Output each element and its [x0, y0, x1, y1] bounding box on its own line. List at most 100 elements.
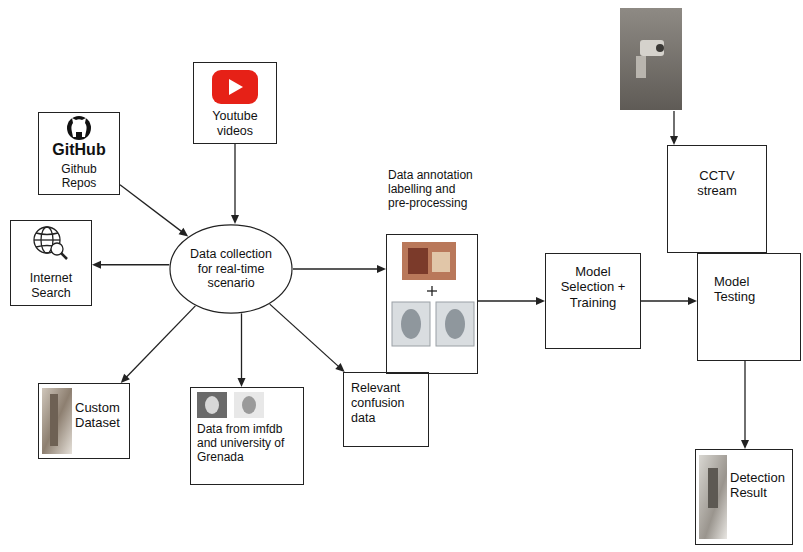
arrow-line	[100, 264, 169, 265]
arrow-head	[92, 261, 101, 269]
arrow-line	[126, 306, 195, 377]
illustration-part	[71, 118, 86, 137]
illustration-part	[636, 56, 646, 78]
youtube-icon	[212, 70, 258, 104]
arrow-line	[293, 268, 378, 269]
source-box: Internet Search	[10, 220, 92, 306]
arrow-line	[641, 300, 689, 301]
illustration-part	[36, 233, 58, 235]
arrow-head	[377, 265, 386, 273]
arrow-head	[741, 440, 749, 449]
illustration-part	[76, 132, 82, 137]
arrow-head	[238, 378, 246, 387]
flow-arrow	[92, 261, 169, 269]
arrow-head	[688, 297, 697, 305]
source-box: Data from imfdb and university of Grenad…	[190, 387, 304, 485]
flow-arrow	[120, 185, 188, 237]
arrow-head	[179, 228, 189, 237]
arrow-line	[234, 144, 235, 216]
result-box: Detection Result	[695, 449, 793, 545]
node-label: Detection Result	[730, 470, 788, 501]
flow-arrow	[641, 297, 697, 305]
globe-search-icon	[34, 227, 67, 259]
annotation-images	[392, 242, 474, 346]
detection-photo	[699, 455, 727, 539]
node-label: Data from imfdb and university of Grenad…	[197, 422, 297, 464]
source-box: Relevant confusion data	[343, 372, 429, 447]
illustration-part	[242, 396, 256, 414]
illustration-part	[229, 79, 243, 95]
illustration-part	[205, 396, 219, 414]
node-label: Custom Dataset	[75, 400, 125, 431]
illustration-part	[432, 252, 450, 272]
dataset-thumbnails	[197, 392, 264, 418]
illustration-part	[402, 242, 456, 280]
source-box: Youtube videos	[193, 62, 277, 144]
source-box: Custom Dataset	[38, 383, 130, 459]
illustration-part	[401, 309, 421, 339]
source-box: GitHubGithub Repos	[38, 112, 120, 195]
input-box: CCTV stream	[667, 145, 767, 253]
illustration-part	[445, 309, 465, 339]
flow-arrow	[270, 304, 345, 372]
illustration-part	[699, 455, 727, 539]
arrow-head	[121, 374, 130, 383]
arrow-line	[744, 361, 745, 441]
illustration-part	[67, 116, 91, 140]
illustration-part	[34, 239, 60, 240]
arrow-head	[231, 215, 239, 224]
node-label: Relevant confusion data	[351, 381, 422, 425]
image-frame	[386, 234, 478, 374]
process-ellipse: Data collection for real-time scenario	[169, 224, 293, 314]
illustration-part	[234, 392, 264, 418]
illustration-part	[620, 8, 682, 110]
illustration-part	[670, 136, 678, 145]
illustration-part	[673, 111, 674, 136]
arrow-line	[241, 313, 242, 379]
arrow-line	[120, 185, 182, 232]
arrow-line	[478, 300, 537, 301]
process-box: Model Testing	[697, 253, 801, 361]
flow-arrow	[293, 265, 386, 273]
arrow-head	[536, 297, 545, 305]
illustration-part	[708, 468, 718, 508]
node-label: Youtube videos	[198, 109, 272, 139]
flow-arrow	[238, 313, 246, 387]
node-label: Internet Search	[15, 271, 87, 301]
illustration-part	[42, 388, 72, 454]
illustration-part	[212, 70, 258, 104]
illustration-part	[640, 40, 664, 56]
arrow-line	[270, 304, 339, 367]
cctv-photo	[620, 8, 682, 110]
node-label: Github Repos	[43, 162, 115, 190]
annotation-panel: Data annotation labelling and pre-proces…	[386, 168, 478, 376]
node-label: Model Testing	[714, 274, 760, 305]
cctv-feed-arrow	[670, 111, 678, 145]
flow-arrow	[121, 306, 196, 383]
illustration-part	[197, 392, 227, 418]
node-label: Data collection for real-time scenario	[185, 247, 277, 291]
illustration-part	[408, 248, 428, 274]
flow-arrow	[741, 361, 749, 449]
illustration-part	[427, 290, 437, 291]
flow-arrow	[478, 297, 545, 305]
arrow-head	[335, 363, 344, 372]
node-label: Model Selection + Training	[554, 264, 632, 310]
github-logo	[67, 116, 91, 140]
illustration-part	[50, 394, 58, 446]
process-box: Model Selection + Training	[545, 253, 641, 349]
logo-wordmark: GitHub	[43, 141, 115, 160]
node-label: Data annotation labelling and pre-proces…	[386, 168, 478, 232]
node-label: CCTV stream	[690, 168, 744, 199]
illustration-part	[392, 302, 430, 346]
flow-arrow	[231, 144, 239, 224]
illustration-part	[436, 302, 474, 346]
illustration-part	[656, 44, 664, 52]
custom-dataset-photo	[42, 388, 72, 454]
ellipse-shape	[170, 225, 292, 313]
illustration-part	[61, 253, 67, 259]
